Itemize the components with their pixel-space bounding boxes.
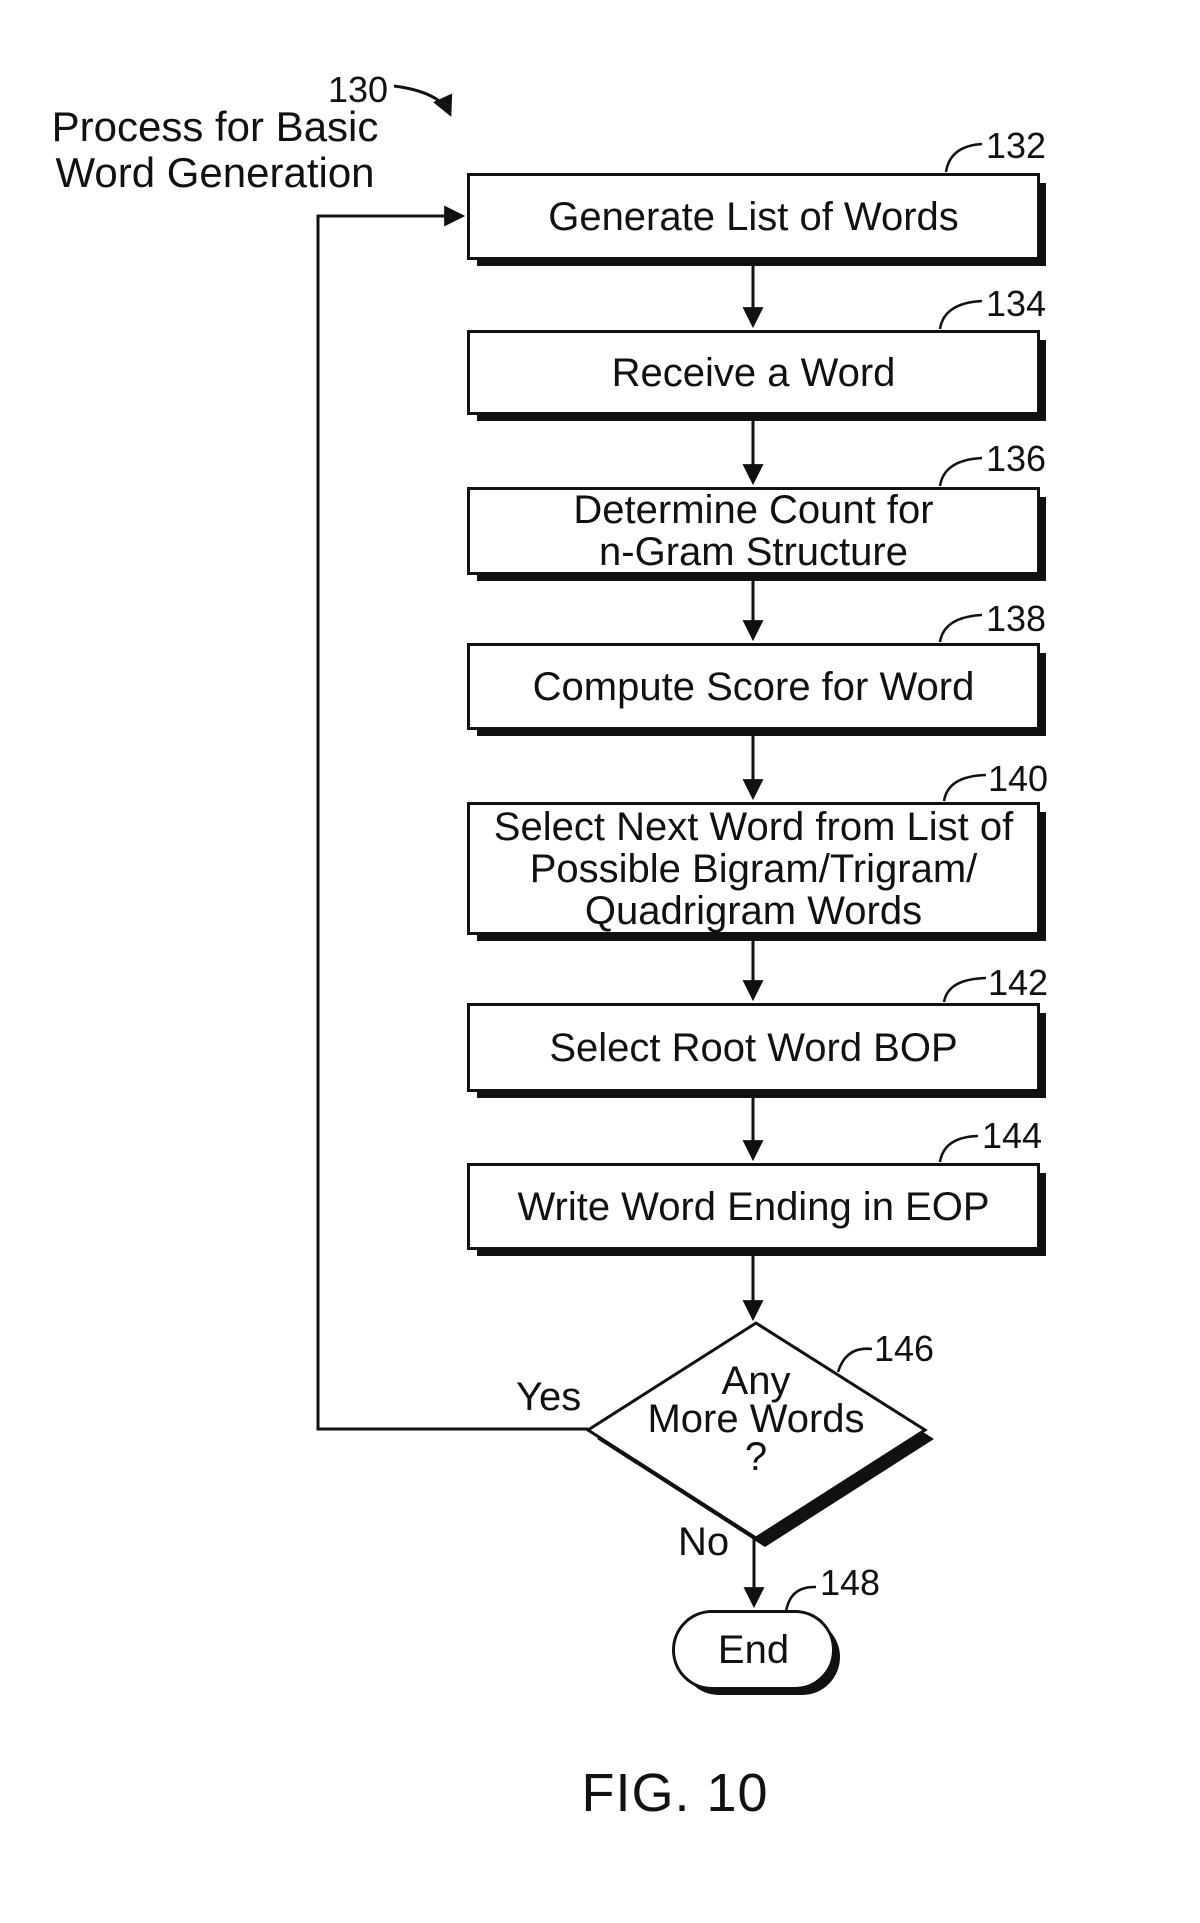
- leader-136: [938, 456, 983, 487]
- step-label: Select Root Word BOP: [549, 1025, 958, 1070]
- yes-branch-label: Yes: [516, 1375, 582, 1419]
- leader-144: [938, 1134, 979, 1163]
- ref-132: 132: [986, 125, 1047, 166]
- step-label-line3: Quadrigram Words: [584, 888, 923, 933]
- step-label: Write Word Ending in EOP: [517, 1184, 990, 1229]
- leader-130: [393, 84, 453, 117]
- process-title: Process for Basic Word Generation: [40, 104, 390, 196]
- end-terminal-label: End: [717, 1627, 790, 1672]
- leader-146: [836, 1347, 873, 1373]
- leader-138: [938, 613, 983, 643]
- step-box-determine-count: Determine Count for n-Gram Structure: [467, 487, 1040, 575]
- step-label: Compute Score for Word: [532, 664, 975, 709]
- end-terminal: End: [672, 1610, 835, 1690]
- ref-140: 140: [988, 758, 1049, 799]
- step-box-write-word-ending: Write Word Ending in EOP: [467, 1163, 1040, 1250]
- step-label-line1: Determine Count for: [573, 488, 934, 532]
- leader-140: [942, 773, 987, 802]
- step-label-line2: Possible Bigram/Trigram/: [529, 846, 978, 891]
- decision-text-line3: ?: [744, 1435, 768, 1479]
- step-label-line1: Select Next Word from List of: [493, 804, 1014, 849]
- yes-loop-connector: [316, 205, 588, 1431]
- decision-text: Any More Words ?: [596, 1359, 916, 1479]
- step-label: Generate List of Words: [548, 194, 959, 239]
- process-title-line2: Word Generation: [55, 149, 375, 196]
- ref-130: 130: [328, 69, 389, 110]
- figure-caption: FIG. 10: [581, 1763, 769, 1823]
- ref-142: 142: [988, 962, 1049, 1003]
- leader-132: [944, 142, 983, 173]
- ref-134: 134: [986, 283, 1047, 324]
- step-box-select-next-word: Select Next Word from List of Possible B…: [467, 802, 1040, 935]
- leader-142: [942, 976, 987, 1003]
- step-label: Determine Count for n-Gram Structure: [573, 489, 933, 573]
- ref-144: 144: [982, 1115, 1043, 1156]
- leader-148: [784, 1585, 817, 1613]
- step-label: Select Next Word from List of Possible B…: [494, 806, 1013, 932]
- decision-text-line1: Any: [721, 1359, 791, 1403]
- process-title-line1: Process for Basic: [51, 103, 379, 150]
- ref-146: 146: [874, 1328, 935, 1369]
- ref-136: 136: [986, 438, 1047, 479]
- ref-148: 148: [820, 1562, 881, 1603]
- ref-138: 138: [986, 598, 1047, 639]
- decision-text-line2: More Words: [647, 1397, 865, 1441]
- step-label: Receive a Word: [611, 350, 896, 395]
- decision-diamond: [585, 1321, 928, 1540]
- step-box-generate-list: Generate List of Words: [467, 173, 1040, 260]
- step-label-line2: n-Gram Structure: [599, 530, 908, 574]
- leader-134: [938, 299, 983, 330]
- no-branch-label: No: [678, 1520, 730, 1564]
- step-box-select-root-word: Select Root Word BOP: [467, 1003, 1040, 1092]
- step-box-compute-score: Compute Score for Word: [467, 643, 1040, 730]
- step-box-receive-word: Receive a Word: [467, 330, 1040, 415]
